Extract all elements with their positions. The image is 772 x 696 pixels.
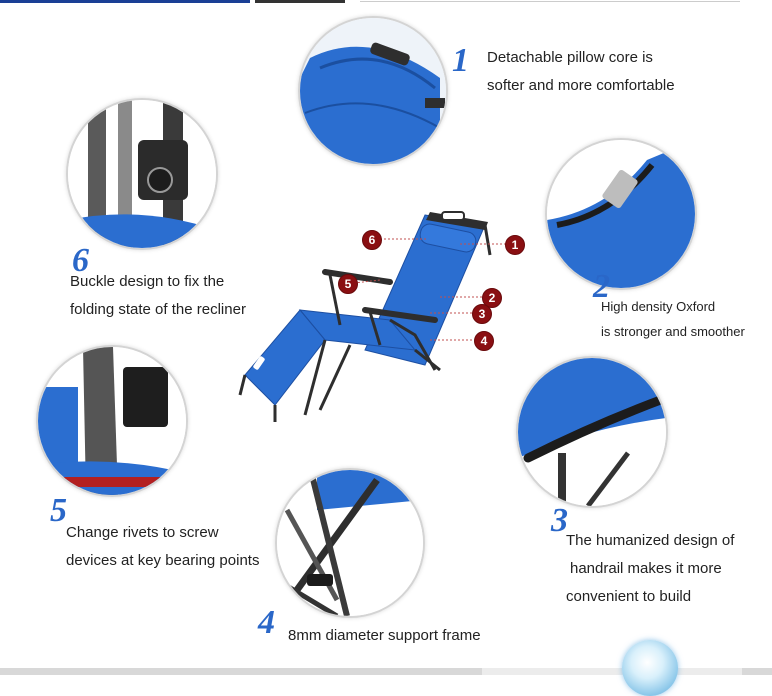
pillow-closeup-image bbox=[298, 16, 448, 166]
leader-lines bbox=[353, 238, 506, 341]
frame-closeup-image bbox=[275, 468, 425, 618]
feature-number-2: 2 bbox=[593, 268, 610, 305]
feature-text-3-line-2: handrail makes it more bbox=[570, 560, 722, 577]
marker-2: 2 bbox=[482, 288, 502, 308]
recliner-chair-image bbox=[230, 200, 510, 430]
top-strip-line bbox=[360, 1, 740, 2]
buckle-closeup-image bbox=[66, 98, 218, 250]
fabric-closeup-image bbox=[545, 138, 697, 290]
feature-number-6: 6 bbox=[72, 242, 89, 279]
marker-4: 4 bbox=[474, 331, 494, 351]
top-strip bbox=[0, 0, 772, 3]
feature-number-1: 1 bbox=[452, 42, 469, 79]
feature-text-5-line-2: devices at key bearing points bbox=[66, 552, 260, 569]
marker-6: 6 bbox=[362, 230, 382, 250]
feature-text-6-line-2: folding state of the recliner bbox=[70, 301, 246, 318]
feature-number-5: 5 bbox=[50, 492, 67, 529]
screw-closeup-image bbox=[36, 345, 188, 497]
feature-number-3: 3 bbox=[551, 502, 568, 539]
marker-3: 3 bbox=[472, 304, 492, 324]
top-strip-blue bbox=[0, 0, 250, 3]
feature-text-3-line-3: convenient to build bbox=[566, 588, 692, 605]
feature-text-1-line-2: softer and more comfortable bbox=[487, 77, 675, 94]
feature-text-2-line-2: is stronger and smoother bbox=[601, 324, 745, 339]
feature-number-4: 4 bbox=[258, 604, 275, 641]
feature-text-5-line-1: Change rivets to screw bbox=[66, 524, 219, 541]
feature-text-1-line-1: Detachable pillow core is bbox=[487, 49, 653, 66]
feature-text-4-line-1: 8mm diameter support frame bbox=[288, 627, 481, 644]
feature-text-2-line-1: High density Oxford bbox=[601, 299, 716, 314]
bubble-icon[interactable] bbox=[622, 640, 678, 696]
bottom-bar bbox=[0, 668, 772, 675]
marker-1: 1 bbox=[505, 235, 525, 255]
feature-text-6-line-1: Buckle design to fix the bbox=[70, 273, 225, 290]
handrail-closeup-image bbox=[516, 356, 668, 508]
feature-text-3-line-1: The humanized design of bbox=[566, 532, 735, 549]
bottom-bar-highlight bbox=[482, 668, 742, 675]
marker-5: 5 bbox=[338, 274, 358, 294]
top-strip-dark bbox=[255, 0, 345, 3]
